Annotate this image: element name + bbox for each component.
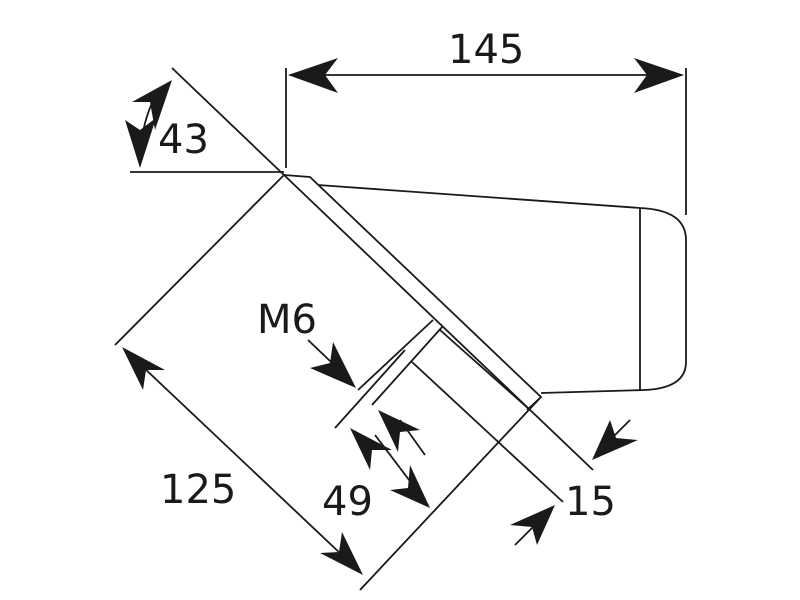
arrowhead-bottom — [125, 118, 156, 168]
dimension-49 — [350, 410, 430, 508]
arrowhead-bottom — [510, 505, 555, 545]
arrowhead-top — [122, 347, 165, 390]
dimension-15 — [510, 419, 638, 546]
thread-m6 — [307, 319, 564, 503]
arrowhead-bottom — [320, 532, 363, 575]
arrowhead-m6 — [310, 342, 356, 388]
arrowhead-a — [350, 428, 392, 470]
label-m6: M6 — [257, 297, 317, 343]
dimension-43-angle — [125, 67, 285, 176]
arrowhead-b — [378, 410, 420, 452]
arrowhead-top — [132, 80, 172, 130]
dimension-145 — [285, 58, 687, 215]
label-145: 145 — [448, 27, 525, 73]
arrowhead-c — [390, 465, 430, 508]
head-body — [317, 184, 687, 394]
dimension-125 — [122, 347, 363, 575]
label-49: 49 — [322, 479, 373, 525]
label-15: 15 — [565, 479, 616, 525]
arrowhead-top — [592, 420, 638, 460]
label-125: 125 — [160, 467, 237, 513]
label-43: 43 — [158, 117, 209, 163]
mounting-block — [114, 174, 594, 591]
arrowhead-left — [288, 58, 338, 93]
arrowhead-right — [634, 58, 684, 93]
